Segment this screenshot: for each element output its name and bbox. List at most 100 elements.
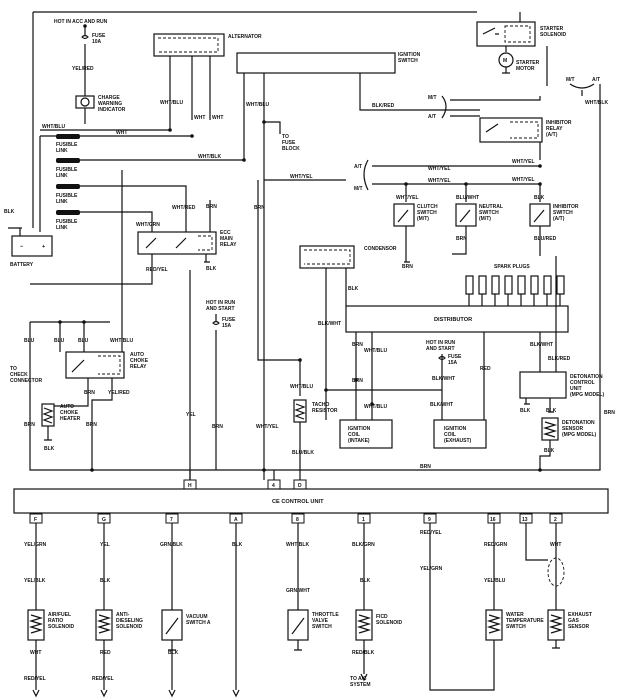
wht-blu-bus-label: WHT/BLU [42, 124, 65, 130]
clutch-switch-1: CLUTCH [417, 204, 438, 210]
arrow-heads [32, 673, 368, 698]
battery-box [11, 235, 53, 257]
blk-red-ign-label: BLK/RED [372, 103, 395, 109]
at3-label: A/T [354, 164, 362, 170]
red-dist-label: RED [480, 366, 491, 372]
ignition-switch-label-2: SWITCH [398, 58, 418, 64]
mt2-label: M/T [428, 95, 437, 101]
ce-pin-16-label: 16 [490, 517, 496, 523]
col-g-l4: RED/YEL [92, 676, 114, 682]
to-fuse-block-2: FUSE [282, 140, 296, 146]
condensor-box [299, 245, 355, 269]
brn-top-wire [257, 180, 300, 361]
clutch-switch-2: SWITCH [417, 210, 437, 216]
ce-control-unit-box [13, 488, 609, 514]
inhibitor-switch-1: INHIBITOR [553, 204, 579, 210]
air-fuel-coil [28, 614, 44, 634]
auto-choke-relay-3: RELAY [130, 364, 147, 370]
blu-blk-label: BLU/BLK [292, 450, 314, 456]
ce-pin-9-label: 9 [428, 517, 431, 523]
wht-blk-right-label: WHT/BLK [585, 100, 608, 106]
yel-mid-label: YEL [186, 412, 196, 418]
tacho-resistor-2: RESISTOR [312, 408, 338, 414]
starter-motor-m: M [503, 58, 507, 64]
ce-pin-g-label: G [102, 517, 106, 523]
vacuum-switch-box [161, 609, 183, 641]
ficd-1: FICD [376, 614, 388, 620]
ecc-relay-1: ECC [220, 230, 231, 236]
wht-yel-1-label: WHT/YEL [512, 159, 535, 165]
brn-mid-label: BRN [212, 424, 223, 430]
neutral-switch-1: NEUTRAL [479, 204, 503, 210]
battery-minus: − [20, 244, 24, 250]
col-f-l3: WHT [30, 650, 41, 656]
throttle-valve-1: THROTTLE [312, 612, 339, 618]
inhibitor-switch-lever [533, 209, 545, 223]
vacuum-switch-lever [165, 617, 179, 635]
junction-dot [242, 158, 246, 162]
det-blk-wire [539, 440, 551, 470]
spark-plug-wires [468, 294, 561, 306]
distributor-label: DISTRIBUTOR [434, 317, 472, 323]
fusible-link-3-a: FUSIBLE [56, 193, 78, 199]
starter-motor-label-2: MOTOR [516, 66, 535, 72]
at2-label: A/T [428, 114, 436, 120]
to-check-3: CONNECTOR [10, 378, 43, 384]
junction-dot [538, 182, 542, 186]
battery-label: BATTERY [10, 262, 34, 268]
anti-dieseling-1: ANTI- [116, 612, 130, 618]
wht-yel-4-label: WHT/YEL [512, 177, 535, 183]
fusible-link-1-b: LINK [56, 148, 68, 154]
yel-red-top-label: YEL/RED [72, 66, 94, 72]
starter-solenoid-label-1: STARTER [540, 26, 564, 32]
col-13-wire [525, 523, 548, 561]
yel-red-acr-label: YEL/RED [108, 390, 130, 396]
auto-choke-heater-2: CHOKE [60, 410, 79, 416]
fusible-link-3 [56, 184, 80, 189]
spark-plug-5 [517, 275, 526, 295]
brn-top-label: BRN [254, 205, 265, 211]
blu-2-label: BLU [54, 338, 65, 344]
detonation-unit-box [519, 371, 567, 399]
junction-dot [370, 402, 374, 406]
fuse-mid2-symbol [438, 355, 446, 361]
wht-grn-label: WHT/GRN [136, 222, 160, 228]
blk-d1-label: BLK [520, 408, 531, 414]
charge-indicator-lamp [80, 97, 90, 107]
hot-run-start2-1: HOT IN RUN [426, 340, 456, 346]
to-ac-2: SYSTEM [350, 682, 371, 688]
col-7-l1: GRN/BLK [160, 542, 183, 548]
blk-det-label: BLK [544, 448, 555, 454]
ign-intake-2: COIL [348, 432, 360, 438]
ground-symbols [8, 227, 560, 651]
wht-c-label: WHT [116, 130, 127, 136]
junction-dot [354, 378, 358, 382]
wht-blu-2-label: WHT/BLU [246, 102, 269, 108]
detonation-unit-2: CONTROL [570, 380, 595, 386]
mt-at-right-wire [540, 84, 601, 471]
blk-wht-dist-label: BLK/WHT [318, 321, 341, 327]
junction-dot [298, 358, 302, 362]
col-9-wire [429, 523, 495, 691]
charge-warning-1: CHARGE [98, 95, 120, 101]
switch-bracket [363, 159, 369, 191]
wht-yel-3-label: WHT/YEL [428, 178, 451, 184]
wht-blu-ign-label: WHT/BLU [364, 404, 387, 410]
fusible-link-1-a: FUSIBLE [56, 142, 78, 148]
detonation-sensor-1: DETONATION [562, 420, 595, 426]
choke-heater-coil [42, 407, 54, 424]
starter-feed-wire [546, 46, 583, 96]
ce-pin-13-label: 13 [522, 517, 528, 523]
brn-sw2-label: BRN [456, 236, 467, 242]
spark-plug-2 [478, 275, 487, 295]
auto-choke-heater-3: HEATER [60, 416, 81, 422]
charge-indicator-box [75, 95, 95, 109]
ce-top-pin-d-label: D [298, 483, 302, 489]
fuse-mid-rating: 15A [222, 323, 232, 329]
auto-choke-relay-1: AUTO [130, 352, 144, 358]
col-7-l2: BLK [168, 650, 179, 656]
col-f-l2: YEL/BLK [24, 578, 46, 584]
starter-solenoid-label-2: SOLENOID [540, 32, 567, 38]
ecc-relay-box [137, 231, 217, 255]
